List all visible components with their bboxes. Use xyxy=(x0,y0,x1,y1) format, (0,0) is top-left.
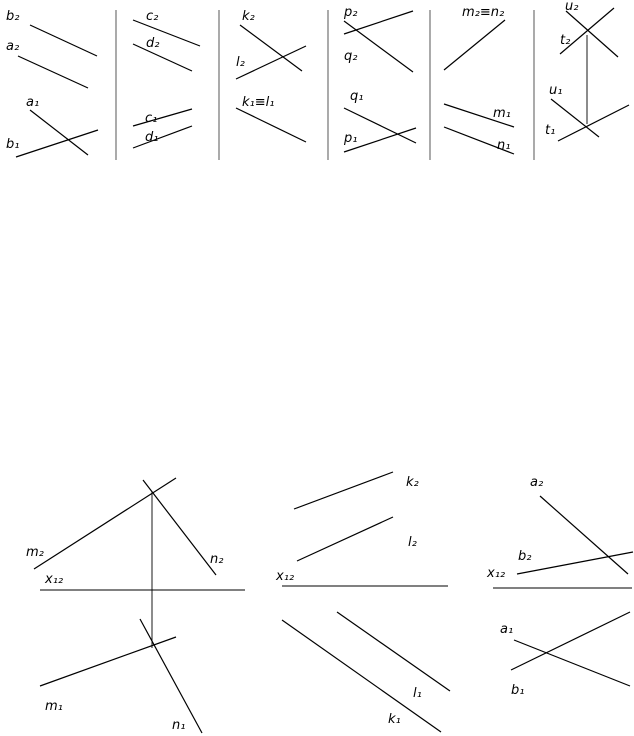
label-m1: m₁ xyxy=(493,106,511,121)
line-u2 xyxy=(559,7,615,55)
label-q2: q₂ xyxy=(344,49,357,64)
label-c2: c₂ xyxy=(146,9,158,24)
line-n1 xyxy=(443,126,515,155)
line-b2 xyxy=(29,24,98,57)
line-m1 xyxy=(39,636,177,687)
top-panel-6: u₂ t₂ u₁ t₁ xyxy=(545,0,630,142)
label-l1: l₁ xyxy=(413,686,422,701)
line-m2 xyxy=(33,477,177,570)
line-k1-l1 xyxy=(235,107,307,143)
label-k1: k₁ xyxy=(388,712,401,727)
top-panel-dividers xyxy=(115,10,535,160)
label-k2: k₂ xyxy=(406,475,419,490)
label-u2: u₂ xyxy=(565,0,578,14)
line-l2 xyxy=(296,516,394,562)
label-a2: a₂ xyxy=(530,475,543,490)
line-t1 xyxy=(557,104,630,142)
label-x12-1: x₁₂ xyxy=(44,572,63,587)
bottom-diagram-3: a₂ b₂ x₁₂ a₁ b₁ xyxy=(486,475,634,698)
label-b2: b₂ xyxy=(518,549,531,564)
label-k1l1: k₁≡l₁ xyxy=(242,95,274,110)
line-n1 xyxy=(139,618,203,734)
line-b1 xyxy=(15,129,99,158)
line-p1 xyxy=(343,127,417,153)
label-k2: k₂ xyxy=(242,9,255,24)
line-a2 xyxy=(17,55,89,89)
bottom-diagram-2: k₂ l₂ x₁₂ l₁ k₁ xyxy=(275,471,451,733)
line-c1 xyxy=(132,108,193,127)
top-panel-2: c₂ d₂ c₁ d₁ xyxy=(132,9,201,149)
top-panel-5: m₂≡n₂ m₁ n₁ xyxy=(443,5,515,155)
label-n2: n₂ xyxy=(210,552,223,567)
label-m1: m₁ xyxy=(45,699,63,714)
label-p1: p₁ xyxy=(343,131,357,146)
line-b1 xyxy=(510,611,631,671)
line-k1 xyxy=(281,619,442,733)
line-l2 xyxy=(235,45,307,80)
label-a2: a₂ xyxy=(6,39,19,54)
line-a2 xyxy=(539,495,629,575)
label-x12-3: x₁₂ xyxy=(486,566,505,581)
label-l2: l₂ xyxy=(236,55,245,70)
label-m2n2: m₂≡n₂ xyxy=(462,5,504,20)
line-b2 xyxy=(516,551,634,575)
label-m2: m₂ xyxy=(26,545,44,560)
label-a1: a₁ xyxy=(26,95,39,110)
label-b2: b₂ xyxy=(6,9,19,24)
top-panel-3: k₂ l₂ k₁≡l₁ xyxy=(235,9,307,143)
line-k2 xyxy=(293,471,394,510)
line-q1 xyxy=(343,107,417,144)
line-l1 xyxy=(336,611,451,692)
label-u1: u₁ xyxy=(549,83,562,98)
line-m1 xyxy=(443,103,515,128)
line-n2 xyxy=(142,479,217,576)
label-a1: a₁ xyxy=(500,622,513,637)
line-c2 xyxy=(132,19,201,47)
line-u1 xyxy=(550,98,600,138)
line-d2 xyxy=(132,43,193,72)
bottom-diagram-1: m₂ n₂ x₁₂ m₁ n₁ xyxy=(26,477,245,734)
line-d1 xyxy=(132,125,193,149)
label-n1: n₁ xyxy=(497,138,510,153)
label-b1: b₁ xyxy=(511,683,524,698)
top-panel-4: p₂ q₂ q₁ p₁ xyxy=(343,5,417,153)
line-k2 xyxy=(239,24,303,72)
label-d1: d₁ xyxy=(145,130,158,145)
line-q2 xyxy=(343,20,414,73)
label-t1: t₁ xyxy=(545,123,555,138)
label-p2: p₂ xyxy=(343,5,357,20)
label-n1: n₁ xyxy=(172,718,185,733)
line-t2 xyxy=(565,10,619,58)
label-d2: d₂ xyxy=(146,36,159,51)
label-b1: b₁ xyxy=(6,137,19,152)
label-q1: q₁ xyxy=(350,89,363,104)
line-a1 xyxy=(29,109,89,156)
label-t2: t₂ xyxy=(560,33,570,48)
label-x12-2: x₁₂ xyxy=(275,569,294,584)
top-panel-1: b₂ a₂ a₁ b₁ xyxy=(6,9,99,158)
line-m2-n2 xyxy=(443,19,506,71)
label-l2: l₂ xyxy=(408,535,417,550)
label-c1: c₁ xyxy=(145,111,157,126)
line-a1 xyxy=(513,639,631,687)
